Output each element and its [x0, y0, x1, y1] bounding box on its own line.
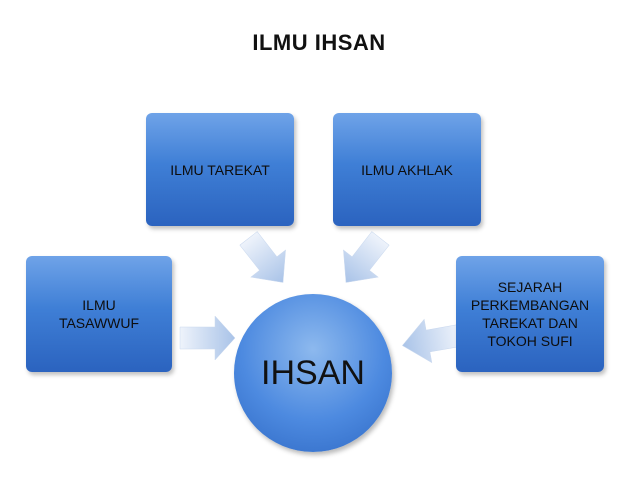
- node-label-line: ILMU TAREKAT: [170, 161, 270, 178]
- node-sejarah-perkembangan: SEJARAH PERKEMBANGAN TAREKAT DAN TOKOH S…: [456, 256, 604, 372]
- arrow-sejarah-to-center: [402, 318, 462, 364]
- node-label-line: ILMU AKHLAK: [361, 161, 453, 178]
- node-ilmu-akhlak: ILMU AKHLAK: [333, 113, 481, 226]
- node-ilmu-tarekat: ILMU TAREKAT: [146, 113, 294, 226]
- node-label-line: SEJARAH: [497, 279, 563, 295]
- arrow-tarekat-to-center: [239, 231, 286, 283]
- arrow-akhlak-to-center: [343, 231, 390, 283]
- node-label-line: TOKOH SUFI: [487, 333, 573, 349]
- center-label: IHSAN: [261, 353, 365, 392]
- node-label-line: ILMU: [82, 297, 116, 313]
- node-ilmu-tasawwuf: ILMU TASAWWUF: [26, 256, 172, 372]
- node-label-line: TASAWWUF: [58, 315, 140, 331]
- center-node-ihsan: IHSAN: [234, 294, 392, 452]
- node-label-line: PERKEMBANGAN: [470, 297, 590, 313]
- arrow-tasawwuf-to-center: [179, 315, 236, 361]
- node-label-line: TAREKAT DAN: [482, 315, 578, 331]
- diagram-title: ILMU IHSAN: [252, 30, 386, 55]
